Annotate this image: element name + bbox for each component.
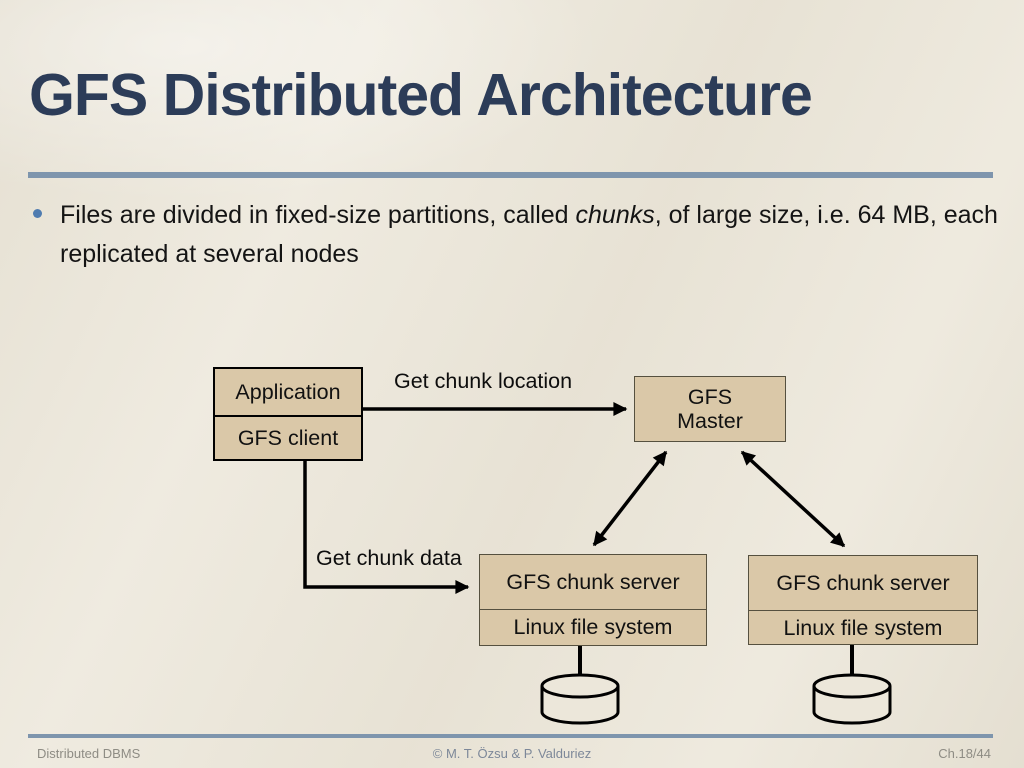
linux-file-system-label: Linux file system xyxy=(783,615,943,640)
page-title: GFS Distributed Architecture xyxy=(29,62,813,128)
chunk-server-box-left: GFS chunk server Linux file system xyxy=(479,554,707,646)
footer-separator xyxy=(28,734,993,738)
disk-left xyxy=(540,646,620,725)
bullet-text-before: Files are divided in fixed-size partitio… xyxy=(60,201,576,229)
disk-right xyxy=(812,645,892,725)
master-left-chunkserver-arrow xyxy=(592,450,668,547)
gfs-chunk-server-label: GFS chunk server xyxy=(749,556,977,611)
get-chunk-location-label: Get chunk location xyxy=(394,369,573,393)
master-right-chunkserver-arrow xyxy=(740,450,846,548)
client-box: Application GFS client xyxy=(213,367,363,461)
application-label: Application xyxy=(215,369,361,417)
gfs-master-box: GFS Master xyxy=(634,376,786,442)
bullet-text: Files are divided in fixed-size partitio… xyxy=(60,196,1000,274)
footer-page-number: Ch.18/44 xyxy=(938,746,991,761)
gfs-chunk-server-label: GFS chunk server xyxy=(480,555,706,610)
title-separator xyxy=(28,172,993,178)
footer-left-text: Distributed DBMS xyxy=(37,746,141,761)
bullet-icon xyxy=(33,209,42,218)
get-chunk-data-label: Get chunk data xyxy=(316,546,462,570)
linux-file-system-label: Linux file system xyxy=(513,614,673,639)
bullet-text-after: , of large size, i.e. 64 MB, each replic… xyxy=(60,201,998,268)
chunk-server-box-right: GFS chunk server Linux file system xyxy=(748,555,978,645)
gfs-client-label: GFS client xyxy=(237,425,339,450)
footer-center-text: © M. T. Özsu & P. Valduriez xyxy=(432,746,592,761)
bullet-text-italic: chunks xyxy=(575,201,655,229)
